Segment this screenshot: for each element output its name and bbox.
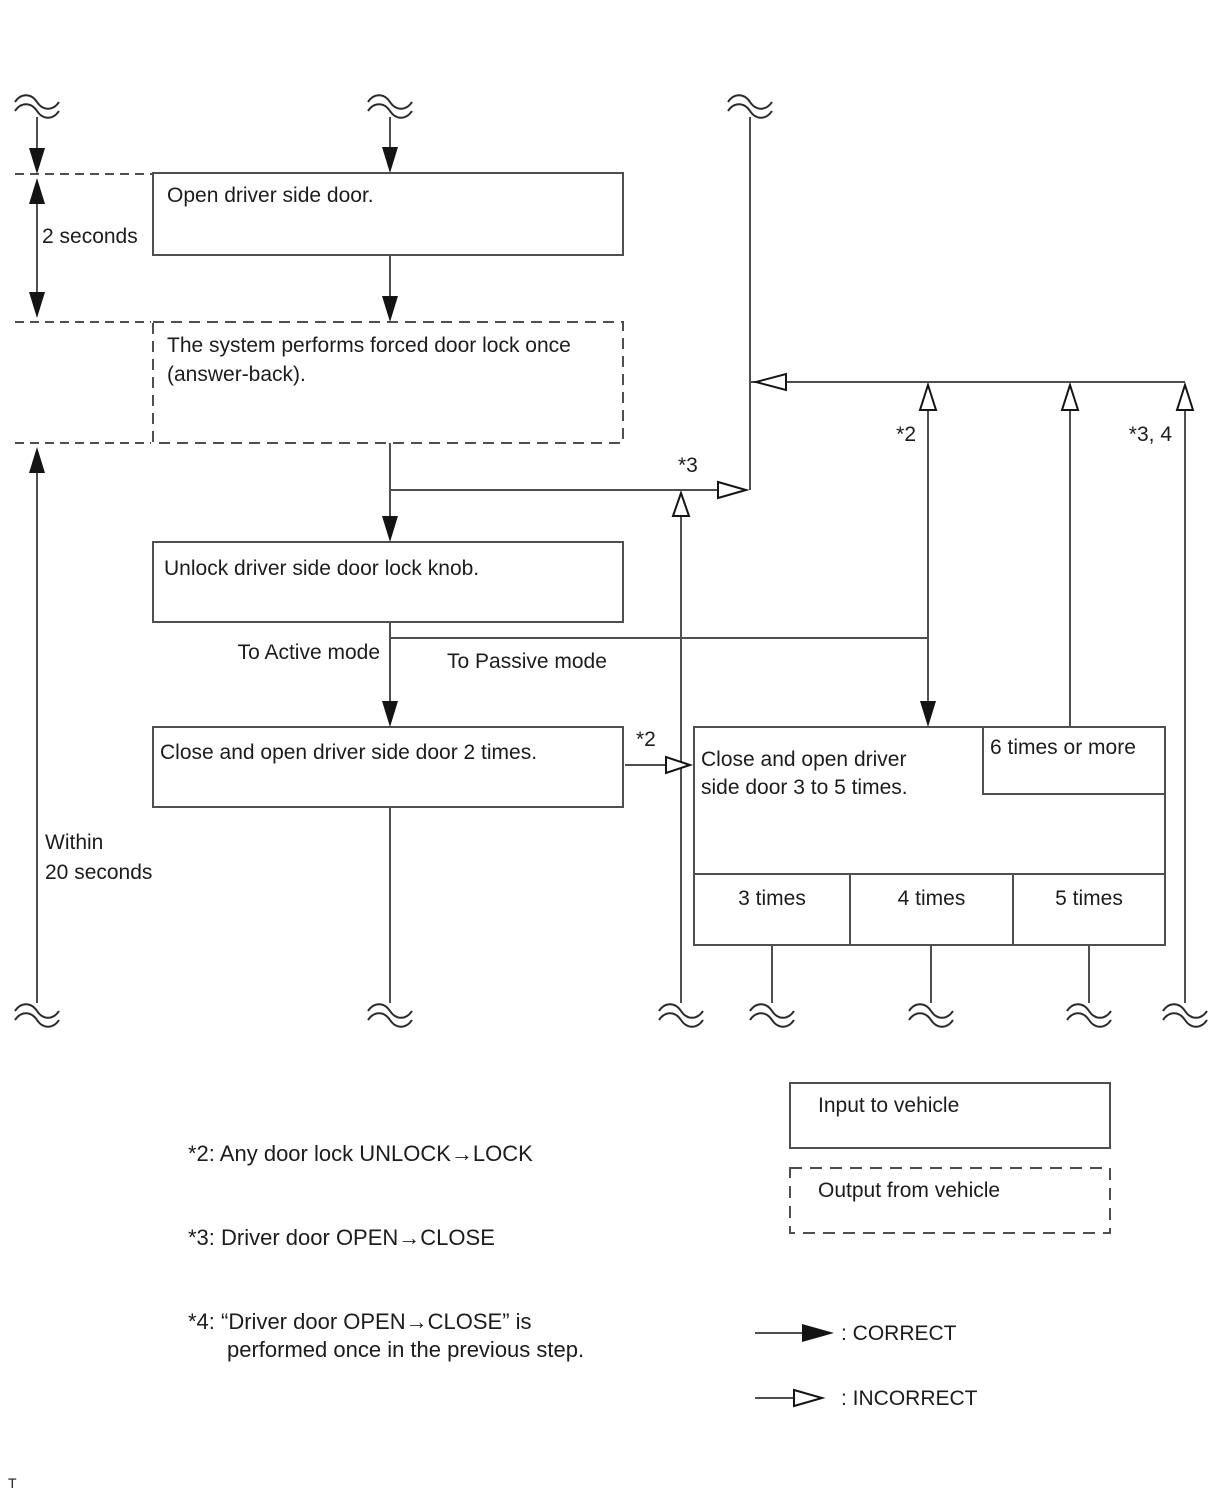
filled-arrows <box>29 147 936 1342</box>
legend-correct-arrow-icon <box>802 1324 834 1342</box>
open-door-box <box>152 172 624 256</box>
hollow-arrow-up-icon <box>1175 381 1195 411</box>
star2-return-label: *2 <box>896 423 916 446</box>
filled-arrow-down-icon <box>382 147 398 173</box>
note-star4-line1: *4: “Driver door OPEN→CLOSE” is <box>188 1309 532 1334</box>
flow-lines <box>15 117 1186 1399</box>
legend-output-dashed-box <box>789 1167 1111 1234</box>
line-break-icon <box>1162 1003 1208 1028</box>
flow-boxes <box>152 172 1166 1234</box>
four-times-label: 4 times <box>897 887 966 910</box>
hollow-arrow-up-icon <box>918 381 938 411</box>
within-20-seconds-label: Within 20 seconds <box>45 831 153 884</box>
filled-arrow-down-icon <box>29 292 45 318</box>
filled-arrow-down-icon <box>382 296 398 322</box>
unlock-knob-box <box>152 541 624 623</box>
legend-correct-label: : CORRECT <box>841 1322 957 1345</box>
six-or-more-box <box>982 726 1166 795</box>
open-door-label: Open driver side door. <box>167 184 374 207</box>
legend-input-label: Input to vehicle <box>818 1094 960 1117</box>
note-star4-line2: performed once in the previous step. <box>227 1337 585 1362</box>
line-break-icon <box>367 94 413 119</box>
line-break-icon <box>1066 1003 1112 1028</box>
close-open-2-box <box>152 726 624 808</box>
filled-arrow-down-icon <box>382 701 398 727</box>
hollow-arrow-left-icon <box>752 372 787 392</box>
five-times-label: 5 times <box>1055 887 1123 910</box>
filled-arrow-down-icon <box>920 701 936 727</box>
hollow-arrow-right-icon <box>665 755 694 775</box>
forced-lock-dashed-box <box>152 321 624 444</box>
note-star3: *3: Driver door OPEN→CLOSE <box>188 1225 495 1250</box>
close-open-2-label: Close and open driver side door 2 times. <box>160 741 538 764</box>
legend-input-box <box>789 1082 1111 1149</box>
star34-return-label: *3, 4 <box>1128 423 1172 446</box>
filled-arrow-down-icon <box>382 516 398 542</box>
star2-branch-label: *2 <box>636 728 656 751</box>
star3-branch-label: *3 <box>678 454 698 477</box>
three-times-label: 3 times <box>738 887 806 910</box>
six-or-more-label: 6 times or more <box>990 736 1136 759</box>
to-passive-mode-label: To Passive mode <box>447 650 607 673</box>
line-break-icon <box>14 94 60 119</box>
to-active-mode-label: To Active mode <box>237 641 380 664</box>
footer-mark: T <box>8 1475 17 1491</box>
filled-arrow-up-icon <box>29 447 45 473</box>
line-break-icon <box>749 1003 795 1028</box>
two-seconds-label: 2 seconds <box>42 225 138 248</box>
filled-arrow-up-icon <box>29 178 45 204</box>
hollow-arrow-up-icon <box>1060 381 1080 411</box>
line-break-icon <box>908 1003 954 1028</box>
close-open-3-5-label: Close and open driver side door 3 to 5 t… <box>701 748 908 799</box>
line-break-icons <box>14 94 1208 1028</box>
legend-output-label: Output from vehicle <box>818 1179 1001 1202</box>
note-star2: *2: Any door lock UNLOCK→LOCK <box>188 1141 533 1166</box>
forced-lock-label: The system performs forced door lock onc… <box>167 334 571 386</box>
legend-incorrect-label: : INCORRECT <box>841 1387 978 1410</box>
hollow-arrows <box>665 372 1195 1408</box>
unlock-knob-label: Unlock driver side door lock knob. <box>164 557 480 580</box>
hollow-arrow-right-icon <box>717 480 750 500</box>
hollow-arrow-up-icon <box>671 489 691 517</box>
line-break-icon <box>14 1003 60 1028</box>
line-break-icon <box>658 1003 704 1028</box>
legend-incorrect-arrow-icon <box>793 1388 826 1408</box>
filled-arrow-down-icon <box>29 148 45 174</box>
line-break-icon <box>727 94 773 119</box>
line-break-icon <box>367 1003 413 1028</box>
